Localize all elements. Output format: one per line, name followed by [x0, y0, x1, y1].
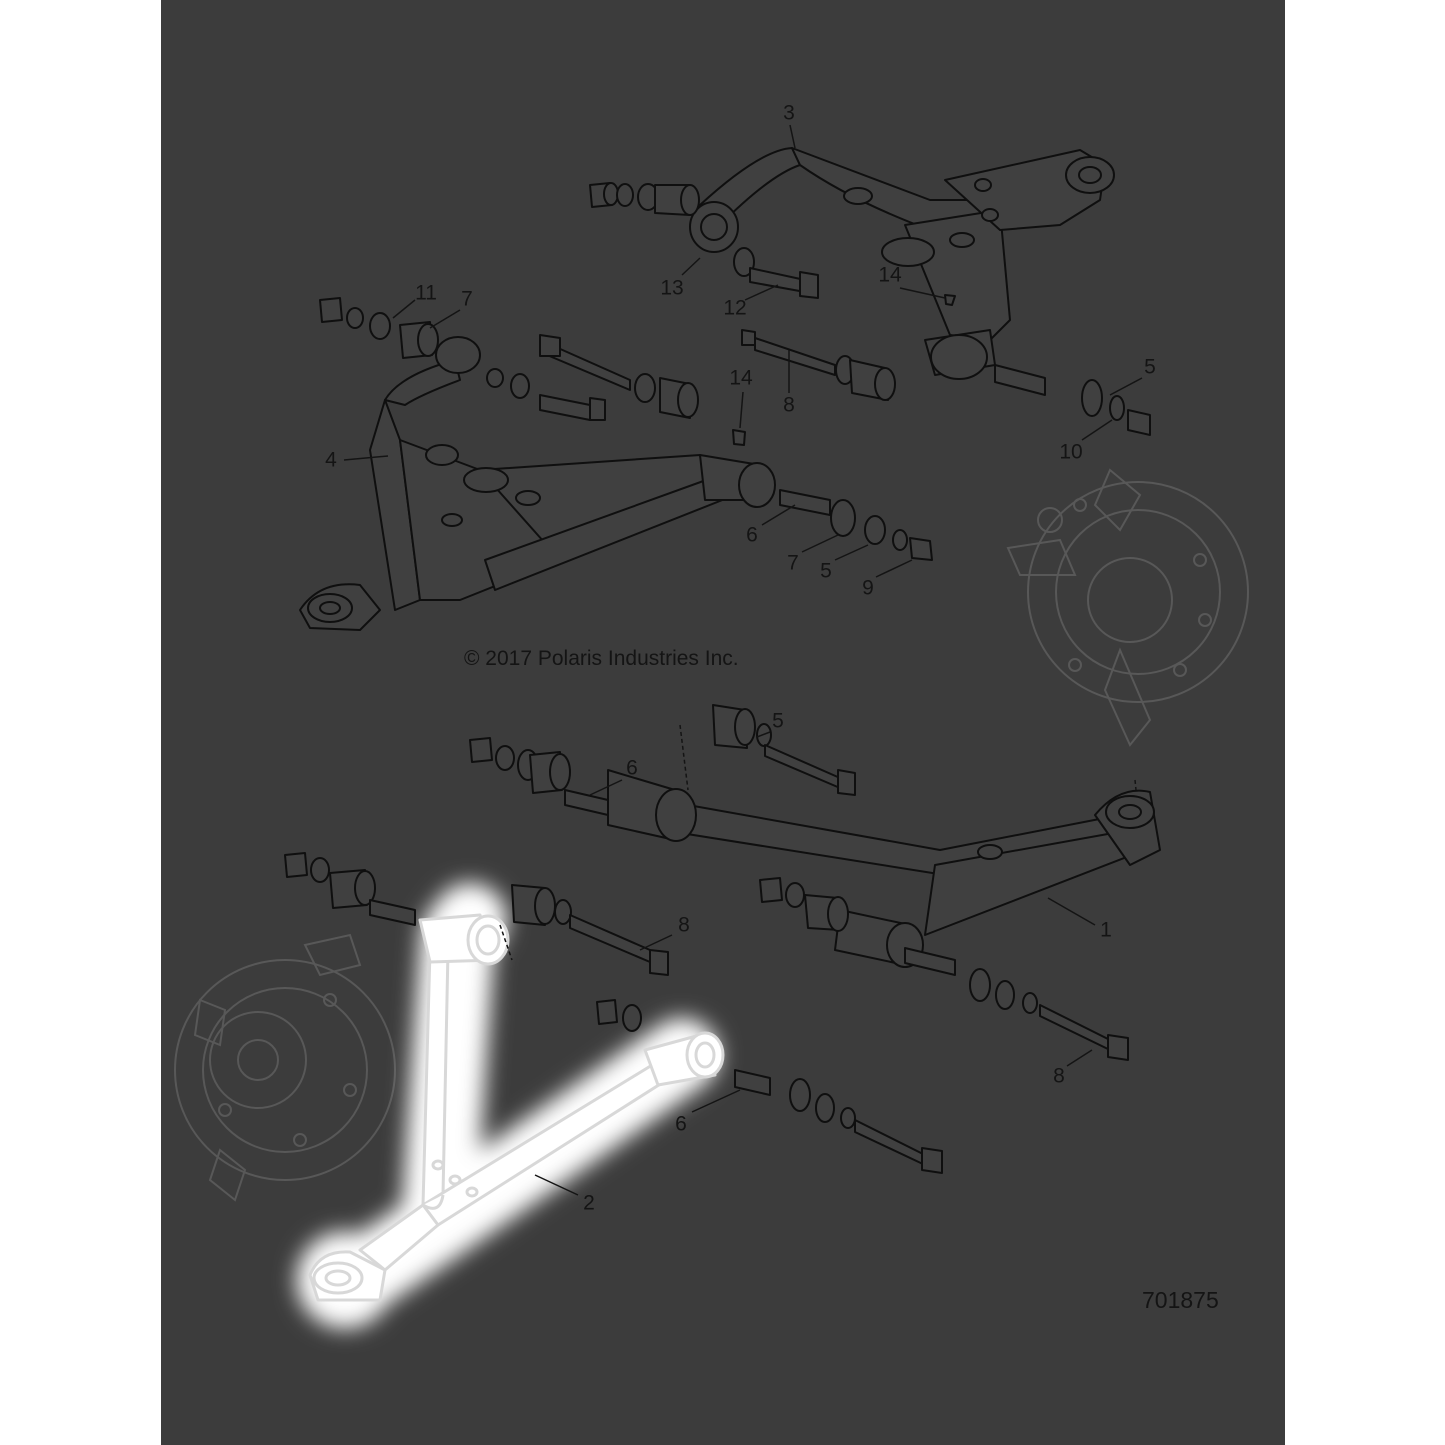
callout-5[interactable]: 5: [772, 709, 784, 733]
callout-6[interactable]: 6: [746, 523, 758, 547]
a-arm-lower-front-highlighted[interactable]: [308, 913, 725, 1302]
callout-6[interactable]: 6: [675, 1112, 687, 1136]
callout-5[interactable]: 5: [820, 559, 832, 583]
callout-7[interactable]: 7: [787, 551, 799, 575]
callout-12[interactable]: 12: [723, 296, 747, 320]
callout-4[interactable]: 4: [325, 448, 337, 472]
callout-8[interactable]: 8: [1053, 1064, 1065, 1088]
callout-8[interactable]: 8: [783, 393, 795, 417]
callout-7[interactable]: 7: [461, 287, 473, 311]
callout-6[interactable]: 6: [626, 756, 638, 780]
callout-3[interactable]: 3: [783, 101, 795, 125]
callout-11[interactable]: 11: [415, 281, 437, 305]
copyright-text: © 2017 Polaris Industries Inc.: [464, 647, 739, 670]
callout-5[interactable]: 5: [1144, 355, 1156, 379]
callout-1[interactable]: 1: [1100, 918, 1112, 942]
diagram-number: 701875: [1142, 1287, 1219, 1313]
callout-14[interactable]: 14: [729, 366, 753, 390]
callout-10[interactable]: 10: [1059, 440, 1083, 464]
callout-14[interactable]: 14: [878, 263, 902, 287]
brake-rotor-ghost-left: [174, 933, 396, 1202]
fastener-hardware[interactable]: [284, 182, 1151, 1174]
a-arm-upper-front[interactable]: [299, 336, 776, 631]
callout-8[interactable]: 8: [678, 913, 690, 937]
callout-13[interactable]: 13: [660, 276, 684, 300]
callout-9[interactable]: 9: [862, 576, 874, 600]
brake-rotor-ghost-right: [1006, 468, 1249, 747]
callout-leader-lines: [343, 124, 1143, 1196]
a-arm-lower-rear[interactable]: [607, 769, 1161, 968]
callout-2[interactable]: 2: [583, 1191, 595, 1215]
a-arm-upper-rear[interactable]: [689, 147, 1115, 380]
